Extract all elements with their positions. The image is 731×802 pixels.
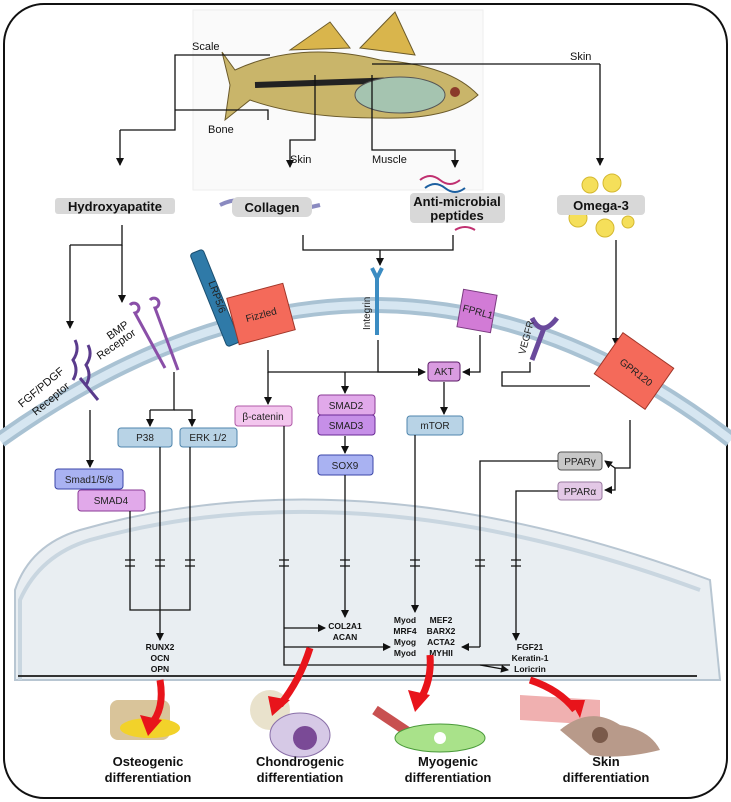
svg-text:OPN: OPN bbox=[151, 664, 169, 674]
amp-box bbox=[410, 193, 505, 223]
collagen-label: Collagen bbox=[245, 200, 300, 215]
label-scale: Scale bbox=[192, 41, 220, 53]
svg-text:RUNX2: RUNX2 bbox=[146, 642, 175, 652]
muscle-cell-image bbox=[372, 705, 486, 753]
svg-text:Keratin-1: Keratin-1 bbox=[512, 653, 549, 663]
svg-text:MRF4: MRF4 bbox=[393, 626, 416, 636]
nuclear-membrane-crossings bbox=[125, 559, 521, 567]
p38-box bbox=[117, 427, 173, 448]
svg-text:ACTA2: ACTA2 bbox=[427, 637, 455, 647]
svg-text:FGF21: FGF21 bbox=[517, 642, 544, 652]
chondro-label-2: differentiation bbox=[257, 770, 344, 785]
amp-label-line2: peptides bbox=[430, 208, 483, 223]
integrin-label: Integrin bbox=[362, 297, 373, 330]
svg-text:Loricrin: Loricrin bbox=[514, 664, 546, 674]
nucleus bbox=[14, 498, 722, 681]
ppar-gamma-label: PPARγ bbox=[564, 457, 596, 468]
skin-label-1: Skin bbox=[592, 754, 620, 769]
amp-label-line1: Anti-microbial bbox=[413, 194, 500, 209]
fizzled-receptor bbox=[226, 282, 296, 346]
fgf-pdgf-receptor bbox=[71, 339, 100, 401]
fprl1-receptor bbox=[456, 288, 498, 334]
label-muscle: Muscle bbox=[372, 154, 407, 166]
akt-label: AKT bbox=[434, 367, 453, 378]
smad158-label: Smad1/5/8 bbox=[65, 475, 114, 486]
omega3-box bbox=[557, 195, 645, 215]
svg-text:COL2A1: COL2A1 bbox=[328, 621, 362, 631]
svg-text:ACAN: ACAN bbox=[333, 632, 358, 642]
ppar-alpha-label: PPARα bbox=[564, 487, 596, 498]
differentiation-arrows bbox=[147, 646, 578, 728]
svg-text:OCN: OCN bbox=[151, 653, 170, 663]
label-skin-left: Skin bbox=[290, 154, 311, 166]
osteo-label-1: Osteogenic bbox=[113, 754, 184, 769]
smad2-label: SMAD2 bbox=[329, 401, 364, 412]
svg-text:Myod: Myod bbox=[394, 648, 416, 658]
svg-text:MEF2: MEF2 bbox=[430, 615, 453, 625]
label-skin-right: Skin bbox=[570, 51, 591, 63]
smad158-box bbox=[54, 468, 124, 490]
hydroxyapatite-box bbox=[55, 198, 175, 214]
svg-text:MYHII: MYHII bbox=[429, 648, 453, 658]
label-bone: Bone bbox=[208, 124, 234, 136]
bcatenin-box bbox=[234, 405, 293, 427]
skin-label-2: differentiation bbox=[563, 770, 650, 785]
myo-label-2: differentiation bbox=[405, 770, 492, 785]
chondro-label-1: Chondrogenic bbox=[256, 754, 344, 769]
svg-text:BARX2: BARX2 bbox=[427, 626, 456, 636]
smad3-box bbox=[317, 414, 376, 436]
p38-label: P38 bbox=[136, 433, 154, 444]
gpr120-receptor bbox=[593, 332, 675, 410]
hydroxyapatite-label: Hydroxyapatite bbox=[68, 199, 162, 214]
integrin-receptor bbox=[370, 267, 384, 335]
omega3-label: Omega-3 bbox=[573, 198, 629, 213]
erk-box bbox=[179, 427, 238, 448]
lrp56-receptor bbox=[190, 249, 240, 347]
svg-text:Myod: Myod bbox=[394, 615, 416, 625]
svg-text:Myog: Myog bbox=[394, 637, 416, 647]
akt-box bbox=[427, 361, 461, 382]
sox9-label: SOX9 bbox=[332, 461, 359, 472]
bcatenin-label: β-catenin bbox=[242, 412, 283, 423]
fish-illustration bbox=[192, 9, 484, 191]
osteo-label-2: differentiation bbox=[105, 770, 192, 785]
smad3-label: SMAD3 bbox=[329, 421, 364, 432]
smad4-label: SMAD4 bbox=[94, 496, 129, 507]
collagen-box bbox=[232, 197, 312, 217]
bmp-receptor bbox=[128, 296, 180, 371]
erk-label: ERK 1/2 bbox=[189, 433, 227, 444]
myo-label-1: Myogenic bbox=[418, 754, 478, 769]
vegfr-receptor bbox=[529, 316, 559, 361]
mtor-label: mTOR bbox=[420, 421, 449, 432]
smad4-box bbox=[77, 489, 146, 512]
mtor-box bbox=[406, 415, 464, 436]
